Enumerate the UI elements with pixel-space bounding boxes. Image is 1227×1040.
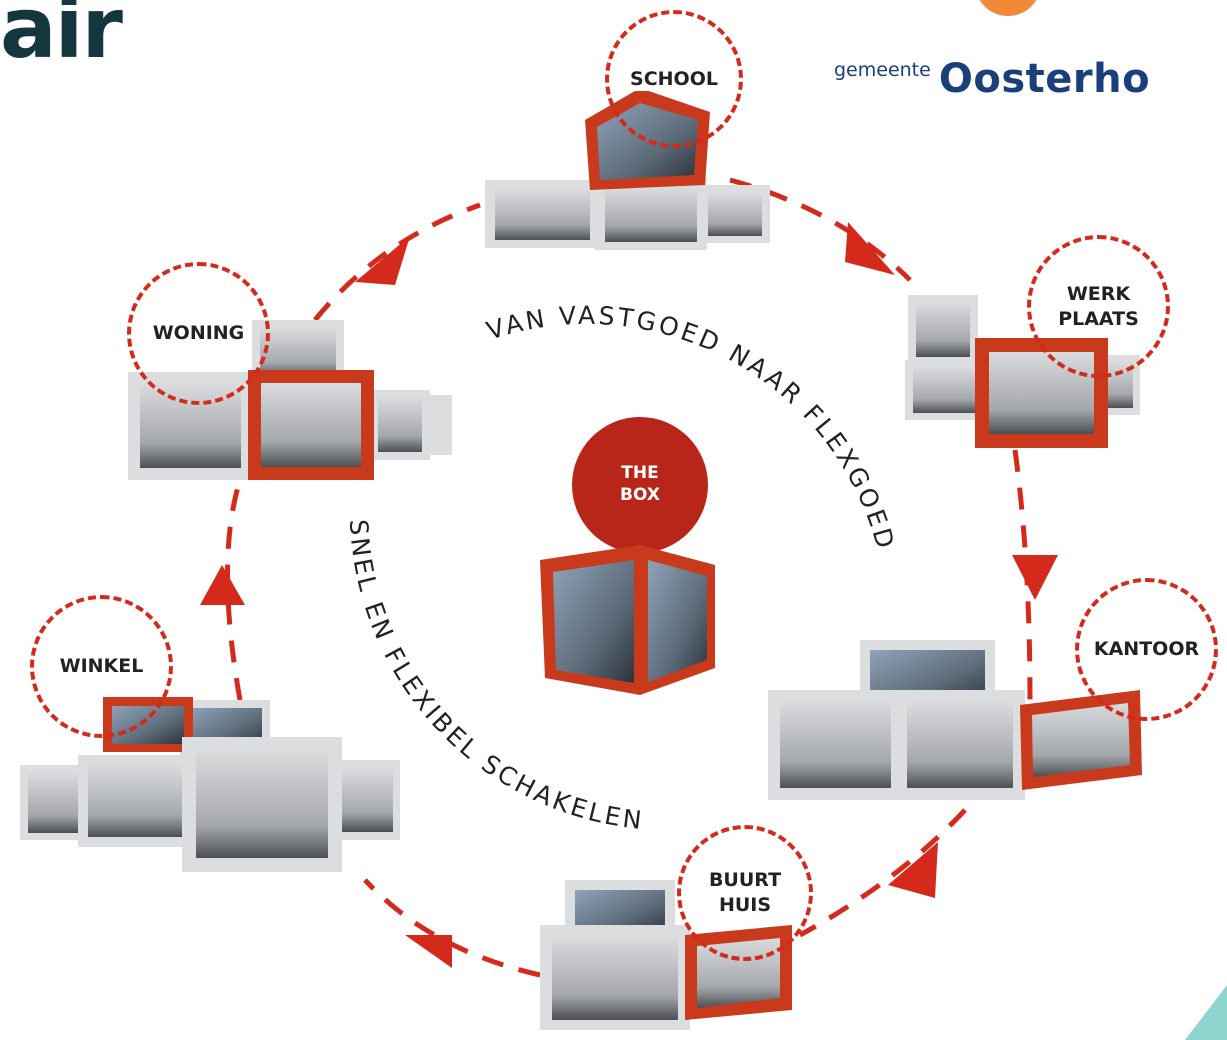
label-winkel: WINKEL [30,595,173,738]
decorative-corner-shape [1185,985,1227,1040]
label-winkel-text: WINKEL [56,654,147,679]
label-kantoor-text: KANTOOR [1090,637,1203,662]
label-school: SCHOOL [605,10,743,148]
the-box-label-line1: THE [621,463,658,483]
arrowhead-down-right [845,222,895,275]
municipality-prefix: gemeente [834,59,931,81]
module-cluster-winkel [20,697,400,872]
arrowhead-down [1012,555,1058,600]
the-box-label-line2: BOX [620,485,660,505]
label-buurthuis-line2: HUIS [718,894,772,916]
arrowhead-left [405,935,452,968]
module-cluster-werkplaats [905,295,1140,448]
label-werkplaats-line2: PLAATS [1058,307,1139,330]
center-the-box: THE BOX [540,417,715,695]
arrowhead-up [200,565,245,605]
label-buurthuis-line1: BUURT [708,869,782,892]
label-woning: WONING [127,262,270,405]
the-box-circle [572,417,708,553]
brand-logo-fragment: air [0,0,123,77]
module-cluster-kantoor [768,640,1142,800]
arrow-buurthuis-to-winkel [363,878,541,978]
arrowhead-up-right [355,236,410,285]
arrow-kantoor-to-buurthuis [798,808,967,938]
label-werkplaats-line1: WERK [1066,282,1131,305]
label-woning-text: WONING [149,321,248,346]
label-school-text: SCHOOL [627,66,721,92]
arrowhead-down-left [888,842,938,898]
label-kantoor: KANTOOR [1075,578,1218,721]
arrowheads [200,222,1058,968]
municipality-name: Oosterho [938,56,1151,102]
municipality-logo: gemeente Oosterho [834,56,1150,102]
